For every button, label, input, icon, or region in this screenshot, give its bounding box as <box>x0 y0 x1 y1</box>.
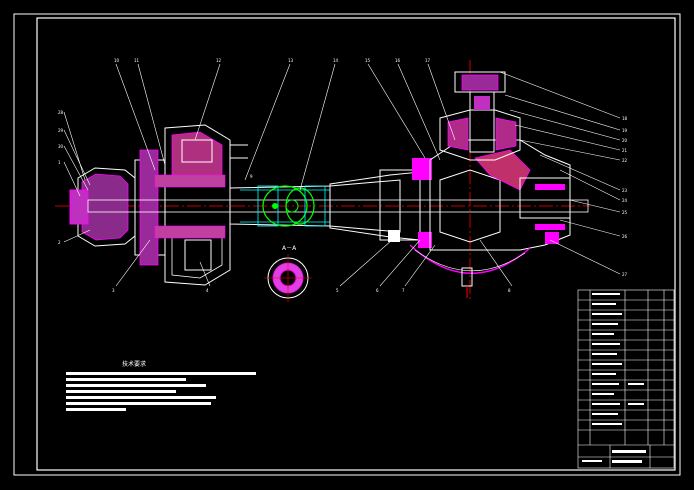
cv-joint <box>257 185 326 227</box>
callout-label: 2 <box>58 240 61 245</box>
callout-label: 19 <box>622 128 628 133</box>
callout-numbers: 10 11 12 13 14 15 16 17 18 19 20 21 22 2… <box>58 58 628 293</box>
notes-title: 技术要求 <box>122 360 146 368</box>
callout-label: 29 <box>58 128 64 133</box>
callout-label: 10 <box>114 58 120 63</box>
inner-border <box>36 17 676 471</box>
callout-label: 5 <box>336 288 339 293</box>
callout-label: 26 <box>622 234 628 239</box>
callout-label: 22 <box>622 158 628 163</box>
callout-label: 9 <box>250 174 253 179</box>
callout-label: 15 <box>365 58 371 63</box>
section-a-a: A－A <box>264 245 312 302</box>
callout-label: 17 <box>425 58 431 63</box>
technical-notes: 技术要求 <box>66 360 256 411</box>
callout-label: 30 <box>58 144 64 149</box>
callout-label: 13 <box>288 58 294 63</box>
outer-border <box>13 13 681 476</box>
left-hub-assembly <box>69 124 248 286</box>
callout-label: 7 <box>402 288 405 293</box>
callout-label: 3 <box>112 288 115 293</box>
callout-label: 14 <box>333 58 339 63</box>
callout-label: 28 <box>58 110 64 115</box>
section-label: A－A <box>282 245 297 252</box>
callout-label: 24 <box>622 198 628 203</box>
callout-label: 8 <box>508 288 511 293</box>
callout-label: 27 <box>622 272 628 277</box>
callout-label: 25 <box>622 210 628 215</box>
callout-label: 1 <box>58 160 61 165</box>
callout-label: 16 <box>395 58 401 63</box>
differential-housing <box>409 139 571 298</box>
callout-leaders <box>63 63 621 287</box>
title-block-fill <box>582 293 646 463</box>
callout-label: 18 <box>622 116 628 121</box>
input-pinion-assembly <box>439 71 521 161</box>
callout-label: 4 <box>206 288 209 293</box>
title-block <box>577 289 675 469</box>
callout-label: 23 <box>622 188 628 193</box>
callout-label: 6 <box>376 288 379 293</box>
axle-housing <box>329 158 432 248</box>
callout-label: 12 <box>216 58 222 63</box>
callout-label: 21 <box>622 148 628 153</box>
callout-label: 11 <box>134 58 140 63</box>
callout-label: 20 <box>622 138 628 143</box>
